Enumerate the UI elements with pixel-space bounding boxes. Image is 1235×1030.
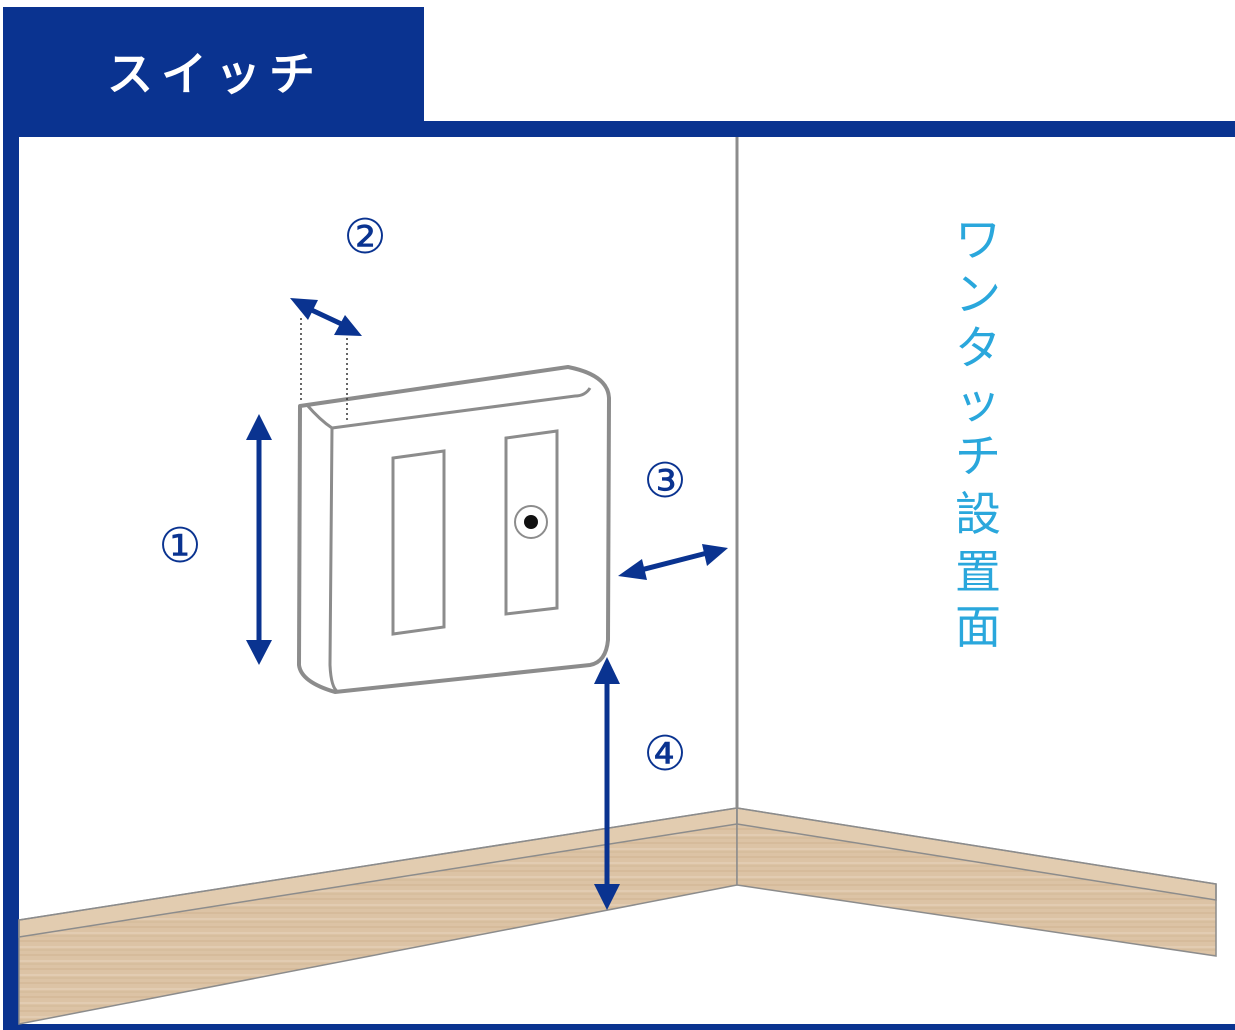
side-wall-label-char: タ — [955, 321, 1001, 375]
diagram-frame — [3, 121, 1235, 1030]
marker-height: ① — [158, 518, 201, 574]
floor-gap-arrow-icon — [594, 657, 620, 910]
depth-arrow-icon — [290, 298, 362, 336]
side-wall-label-char: 面 — [955, 600, 1001, 654]
baseboard-right — [736, 807, 1217, 957]
switch-plate — [297, 365, 611, 694]
side-wall-label-char: ッ — [955, 375, 1001, 429]
height-arrow-icon — [246, 414, 272, 665]
header-tab: スイッチ — [3, 7, 424, 127]
rocker-left — [391, 449, 446, 636]
side-wall-label-char: チ — [955, 429, 1001, 483]
marker-floor-gap: ④ — [643, 726, 686, 782]
side-wall-label-char: ン — [955, 267, 1001, 321]
marker-side-gap: ③ — [643, 453, 686, 509]
baseboard-left — [18, 807, 738, 1025]
side-wall-label-char: 設 — [955, 487, 1001, 541]
side-wall-label: ワ ン タ ッ チ 設 置 面 — [955, 213, 1001, 654]
marker-depth: ② — [343, 209, 386, 265]
header-title: スイッチ — [107, 47, 323, 101]
side-wall-label-char: 置 — [955, 545, 1001, 599]
side-wall-label-char: ワ — [955, 213, 1001, 267]
side-gap-arrow-icon — [618, 544, 728, 580]
